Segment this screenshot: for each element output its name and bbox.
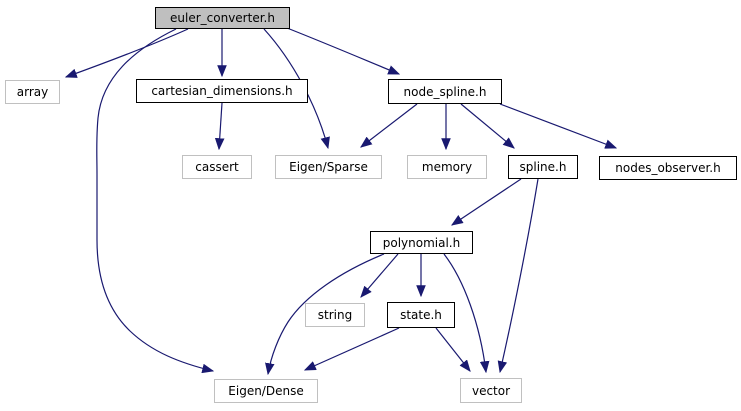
node-eigen_sparse: Eigen/Sparse (275, 155, 382, 179)
node-eigen_dense: Eigen/Dense (214, 379, 318, 403)
node-label-euler_converter: euler_converter.h (170, 11, 275, 25)
edge-polynomial-to-vector (443, 253, 490, 374)
node-polynomial[interactable]: polynomial.h (370, 231, 473, 254)
edge-node_spline-to-nodes_observer (499, 103, 618, 149)
edge-polynomial-to-eigen_dense (265, 253, 385, 376)
edge-spline-to-vector (497, 178, 539, 374)
node-label-cassert: cassert (195, 160, 239, 174)
node-label-vector: vector (471, 383, 511, 398)
node-label-eigen_dense: Eigen/Dense (228, 384, 304, 398)
edge-cartesian_dimensions-to-cassert (214, 102, 225, 151)
edge-node_spline-to-spline (460, 103, 515, 149)
node-node_spline[interactable]: node_spline.h (388, 79, 502, 104)
node-vector: vector (460, 378, 522, 403)
node-string: string (305, 303, 365, 327)
node-cartesian_dimensions[interactable]: cartesian_dimensions.h (136, 79, 308, 103)
node-nodes_observer[interactable]: nodes_observer.h (599, 156, 737, 180)
node-spline[interactable]: spline.h (508, 155, 578, 179)
node-memory: memory (407, 155, 487, 179)
graph-edges (64, 27, 618, 376)
node-state[interactable]: state.h (387, 302, 455, 328)
edge-euler_converter-to-array (64, 28, 189, 78)
node-label-eigen_sparse: Eigen/Sparse (289, 160, 368, 174)
node-array: array (5, 80, 60, 104)
edge-state-to-vector (435, 327, 471, 372)
node-label-cartesian_dimensions: cartesian_dimensions.h (151, 84, 293, 98)
node-euler_converter: euler_converter.h (155, 7, 290, 29)
node-label-memory: memory (421, 160, 473, 174)
node-label-array: array (16, 85, 49, 99)
edge-euler_converter-to-eigen_dense (96, 28, 215, 374)
edge-euler_converter-to-node_spline (286, 27, 401, 75)
node-label-spline: spline.h (519, 160, 567, 174)
node-cassert: cassert (182, 155, 252, 179)
node-label-polynomial: polynomial.h (382, 235, 461, 250)
node-label-string: string (317, 308, 353, 322)
node-label-nodes_observer: nodes_observer.h (615, 161, 721, 175)
node-label-state: state.h (400, 308, 442, 322)
node-label-node_spline: node_spline.h (403, 84, 487, 99)
edge-state-to-eigen_dense (303, 327, 400, 371)
edge-polynomial-to-string (360, 253, 399, 298)
edge-spline-to-polynomial (451, 178, 522, 226)
edge-node_spline-to-eigen_sparse (360, 103, 418, 148)
